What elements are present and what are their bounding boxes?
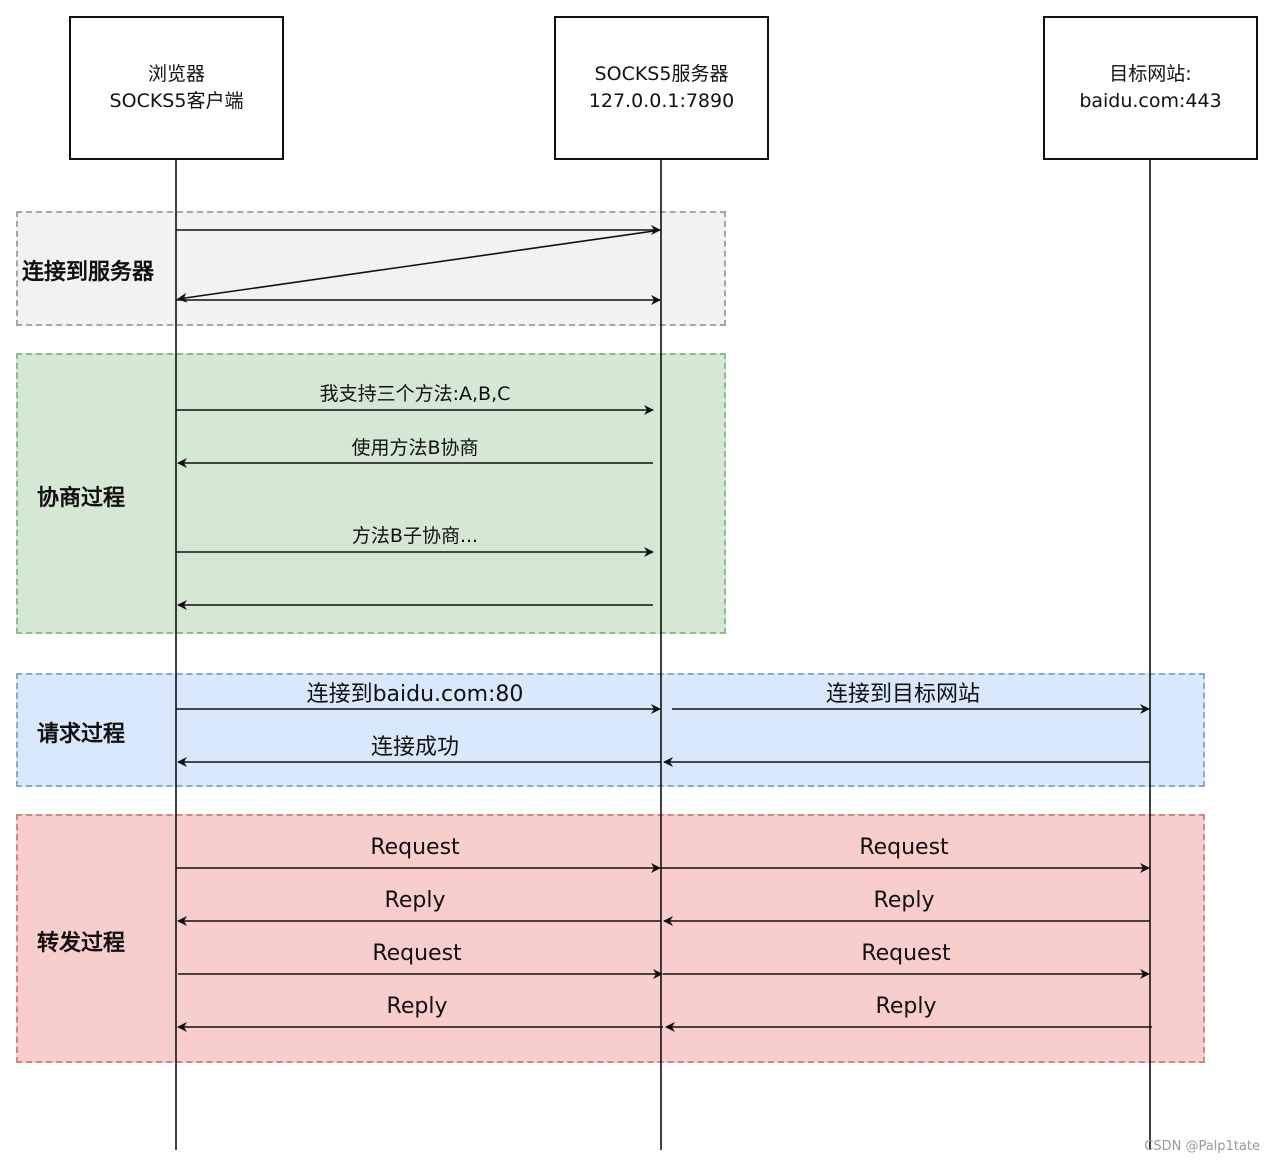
actor-server-box: SOCKS5服务器 127.0.0.1:7890 [554,16,769,160]
msg-label-subnegotiate: 方法B子协商... [351,525,479,547]
arrow-synack [177,229,662,303]
msg-label-reply-2a: Reply [386,994,448,1019]
actor-client-name: 浏览器 [147,63,205,85]
phase-connect-label: 连接到服务器 [22,260,155,285]
msg-label-request-2b: Request [861,941,951,966]
actor-target-name: 目标网站: [1109,63,1192,85]
phase-relay-label: 转发过程 [37,931,126,956]
actor-client-role: SOCKS5客户端 [109,90,244,112]
actor-server-name: SOCKS5服务器 [594,63,729,85]
phase-request-label: 请求过程 [37,722,126,747]
msg-label-request-1b: Request [859,835,949,860]
msg-label-methods: 我支持三个方法:A,B,C [319,383,511,405]
phase-relay [16,814,1205,1063]
actor-client-box: 浏览器 SOCKS5客户端 [69,16,284,160]
actor-target-address: baidu.com:443 [1079,90,1222,112]
msg-label-request-2a: Request [372,941,462,966]
msg-label-reply-1a: Reply [384,888,446,913]
phase-negotiate-label: 协商过程 [37,486,126,511]
watermark: CSDN @Palp1tate [1144,1139,1260,1154]
msg-label-request-1a: Request [370,835,460,860]
actor-server-address: 127.0.0.1:7890 [588,90,735,112]
msg-label-reply-1b: Reply [873,888,935,913]
phase-negotiate [16,353,726,634]
msg-label-choose-method: 使用方法B协商 [351,437,479,459]
msg-label-connect-success: 连接成功 [370,735,460,760]
msg-label-reply-2b: Reply [875,994,937,1019]
phase-request [16,673,1205,787]
actor-target-box: 目标网站: baidu.com:443 [1043,16,1258,160]
msg-label-connect-target: 连接到目标网站 [825,682,981,707]
msg-label-connect-request: 连接到baidu.com:80 [306,682,524,707]
